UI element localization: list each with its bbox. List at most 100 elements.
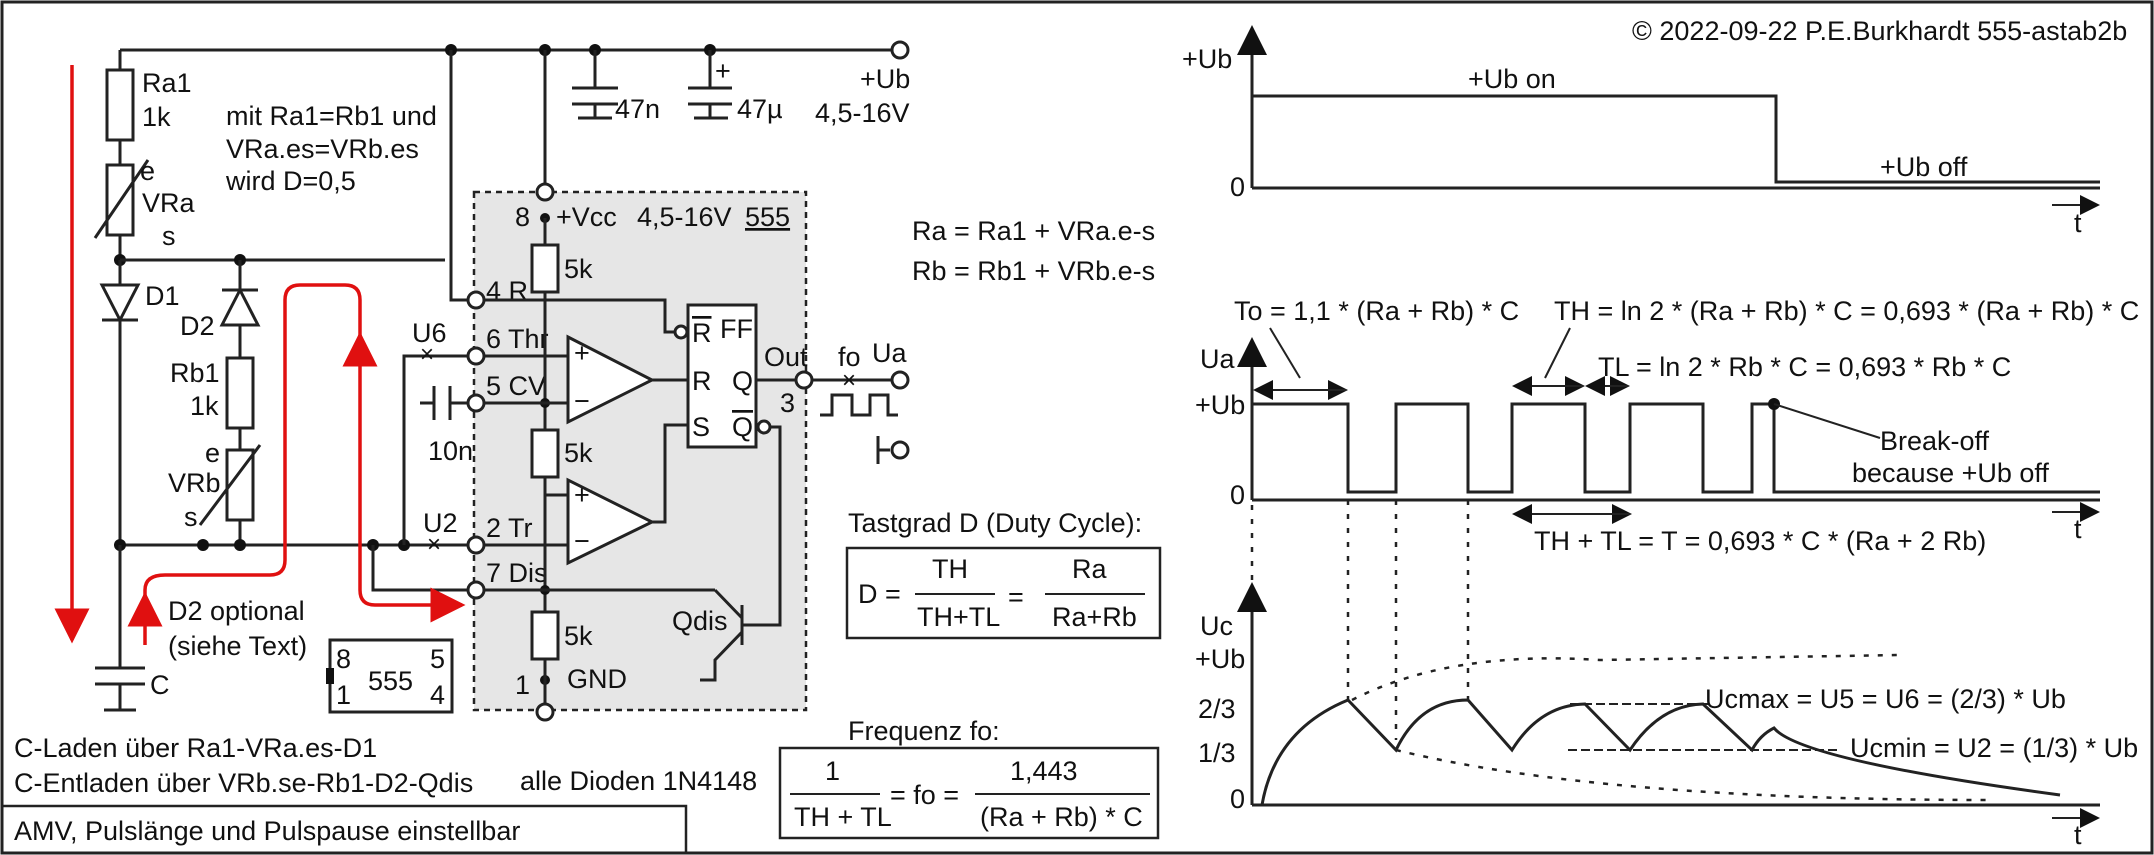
- svg-text:FF: FF: [720, 314, 753, 344]
- svg-text:To = 1,1 * (Ra + Rb) * C: To = 1,1 * (Ra + Rb) * C: [1234, 296, 1519, 326]
- svg-text:555: 555: [368, 666, 413, 696]
- svg-text:e: e: [140, 156, 155, 186]
- ic-name: 555: [745, 202, 790, 232]
- rb1-label: Rb1: [170, 358, 220, 388]
- bottom-title: AMV, Pulslänge und Pulspause einstellbar: [14, 816, 520, 846]
- svg-text:2/3: 2/3: [1198, 694, 1236, 724]
- diode-d1: [99, 260, 141, 545]
- graph-capacitor: Uc +Ub 2/3 1/3 0 t Ucmax = U5 = U6 = (2/…: [1195, 582, 2138, 850]
- vrb-label: VRb: [168, 468, 221, 498]
- svg-text:5k: 5k: [564, 438, 593, 468]
- svg-text:Ucmax = U5 = U6 = (2/3) * Ub: Ucmax = U5 = U6 = (2/3) * Ub: [1705, 684, 2066, 714]
- duty-formula: D = TH TH+TL = Ra Ra+Rb: [845, 546, 1162, 640]
- svg-text:5k: 5k: [564, 621, 593, 651]
- rb1-value: 1k: [190, 391, 219, 421]
- svg-text:+: +: [574, 338, 590, 368]
- svg-text:+Ub: +Ub: [1195, 390, 1245, 420]
- svg-text:S: S: [692, 412, 710, 442]
- svg-text:TH + TL: TH + TL: [794, 802, 892, 832]
- svg-text:+Ub: +Ub: [1195, 644, 1245, 674]
- discharge-path: [143, 283, 362, 596]
- diodes-note: alle Dioden 1N4148: [520, 766, 757, 796]
- svg-text:TH+TL: TH+TL: [917, 602, 1000, 632]
- svg-text:+Ub on: +Ub on: [1468, 64, 1556, 94]
- svg-text:R: R: [692, 366, 712, 396]
- svg-text:5: 5: [430, 644, 445, 674]
- transistor-qdis: Qdis: [484, 425, 782, 682]
- svg-text:s: s: [162, 221, 176, 251]
- flip-flop: R FF R S Q Q: [673, 303, 772, 449]
- svg-text:Uc: Uc: [1200, 611, 1233, 641]
- svg-text:8: 8: [336, 644, 351, 674]
- svg-text:×: ×: [420, 341, 434, 368]
- svg-text:because +Ub off: because +Ub off: [1852, 458, 2049, 488]
- svg-text:×: ×: [842, 367, 856, 394]
- rb-equation: Rb = Rb1 + VRb.e-s: [912, 256, 1155, 286]
- title-box: [0, 804, 688, 855]
- note-3: wird D=0,5: [225, 166, 356, 196]
- output-pulse-icon: [820, 393, 898, 417]
- svg-text:1/3: 1/3: [1198, 738, 1236, 768]
- svg-text:+Vcc: +Vcc: [556, 202, 617, 232]
- svg-text:0: 0: [1230, 172, 1245, 202]
- svg-text:R: R: [692, 318, 712, 348]
- svg-text:t: t: [2074, 208, 2082, 238]
- freq-formula: 1 TH + TL = fo = 1,443 (Ra + Rb) * C: [778, 746, 1160, 840]
- svg-text:6 Thr: 6 Thr: [486, 324, 549, 354]
- svg-text:−: −: [574, 386, 590, 416]
- svg-text:TL = ln 2 * Rb * C = 0,693 * R: TL = ln 2 * Rb * C = 0,693 * Rb * C: [1598, 352, 2011, 382]
- svg-text:47n: 47n: [615, 94, 660, 124]
- svg-text:1: 1: [825, 756, 840, 786]
- svg-text:0: 0: [1230, 784, 1245, 814]
- supply-label: +Ub: [860, 64, 910, 94]
- svg-text:Ra: Ra: [1072, 554, 1107, 584]
- svg-text:TH + TL = T = 0,693 * C * (Ra: TH + TL = T = 0,693 * C * (Ra + 2 Rb): [1534, 526, 1986, 556]
- svg-text:5k: 5k: [564, 254, 593, 284]
- vra-label: VRa: [142, 188, 196, 218]
- svg-text:Break-off: Break-off: [1880, 426, 1990, 456]
- svg-text:s: s: [184, 502, 198, 532]
- svg-text:Qdis: Qdis: [672, 606, 728, 636]
- svg-text:Ucmin = U2 = (1/3) * Ub: Ucmin = U2 = (1/3) * Ub: [1850, 733, 2138, 763]
- freq-title: Frequenz fo:: [848, 716, 1000, 746]
- svg-text:= fo =: = fo =: [890, 780, 959, 810]
- svg-text:Q: Q: [732, 366, 753, 396]
- u6-label: U6: [412, 318, 447, 348]
- note-2: VRa.es=VRb.es: [226, 134, 419, 164]
- svg-text:−: −: [574, 526, 590, 556]
- ic-555-box: [472, 190, 808, 712]
- graph-output: Ua +Ub 0 t Break-off because +Ub off To …: [1195, 296, 2139, 556]
- comparator-upper: + −: [566, 334, 656, 425]
- svg-text:×: ×: [427, 531, 441, 558]
- svg-text:t: t: [2074, 514, 2082, 544]
- svg-text:1,443: 1,443: [1010, 756, 1078, 786]
- capacitor-c: [95, 545, 145, 710]
- svg-text:Q: Q: [732, 412, 753, 442]
- d2-optional-note: D2 optional: [168, 596, 305, 626]
- svg-text:TH = ln 2 * (Ra + Rb) * C = 0,: TH = ln 2 * (Ra + Rb) * C = 0,693 * (Ra …: [1554, 296, 2139, 326]
- svg-text:1: 1: [336, 680, 351, 710]
- svg-text:+Ub: +Ub: [1182, 44, 1232, 74]
- cv-cap-label: 10n: [428, 436, 473, 466]
- svg-text:4: 4: [430, 680, 445, 710]
- svg-text:GND: GND: [567, 664, 627, 694]
- guide-lines: [1250, 500, 1470, 740]
- capacitor-10n: [420, 386, 468, 420]
- resistor-ra1: [105, 68, 135, 142]
- ra-equation: Ra = Ra1 + VRa.e-s: [912, 216, 1155, 246]
- svg-text:fo: fo: [838, 342, 861, 372]
- output-terminal: [890, 370, 910, 390]
- chip-555-icon: 8 1 555 5 4: [326, 638, 454, 714]
- resistor-rb1: [225, 356, 255, 430]
- d1-label: D1: [145, 281, 180, 311]
- svg-text:2 Tr: 2 Tr: [486, 513, 533, 543]
- svg-text:+: +: [574, 480, 590, 510]
- svg-text:8: 8: [515, 202, 530, 232]
- duty-title: Tastgrad D (Duty Cycle):: [848, 508, 1142, 538]
- cap-47n: 47n: [572, 50, 660, 124]
- svg-text:Out: Out: [764, 342, 808, 372]
- svg-text:t: t: [2074, 820, 2082, 850]
- ra1-value: 1k: [142, 102, 171, 132]
